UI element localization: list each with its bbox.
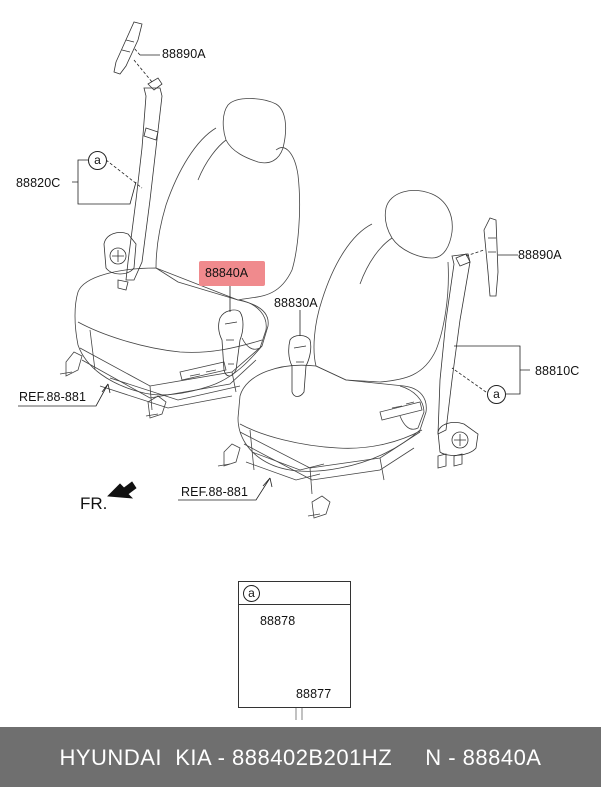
part-label-88877: 88877	[296, 687, 332, 701]
part-label-88890a-right: 88890A	[518, 248, 562, 262]
callout-a-right: a	[487, 385, 506, 404]
left-seat	[59, 98, 301, 419]
left-belt-shape	[103, 21, 163, 291]
seat-belt-diagram	[18, 21, 530, 720]
callout-a-left: a	[88, 151, 107, 170]
ref-label-right: REF.88-881	[181, 485, 249, 499]
detail-box-a: a 88878 88877	[238, 581, 351, 708]
part-label-88820c: 88820C	[16, 176, 61, 190]
front-direction-arrow	[107, 481, 137, 499]
part-label-88890a-left: 88890A	[162, 47, 206, 61]
right-belt-shape	[437, 217, 499, 469]
buckle-88830a-shape	[288, 335, 312, 397]
detail-box-header	[239, 582, 350, 605]
part-label-88830a: 88830A	[274, 296, 318, 310]
part-label-88810c: 88810C	[535, 364, 580, 378]
right-seat	[217, 190, 453, 519]
part-label-88840a: 88840A	[205, 266, 249, 280]
part-label-88878: 88878	[260, 614, 296, 628]
front-direction-label: FR.	[80, 494, 108, 513]
buckle-88840a-shape	[218, 309, 244, 377]
footer-part-number-text: HYUNDAI KIA - 888402B201HZ N - 88840A	[59, 745, 542, 770]
highlighted-part-88840a[interactable]: 88840A	[199, 261, 265, 286]
detail-callout-a: a	[243, 585, 260, 602]
footer-bar: HYUNDAI KIA - 888402B201HZ N - 88840A	[0, 727, 601, 787]
ref-label-left: REF.88-881	[19, 390, 87, 404]
leader-lines	[18, 47, 530, 501]
